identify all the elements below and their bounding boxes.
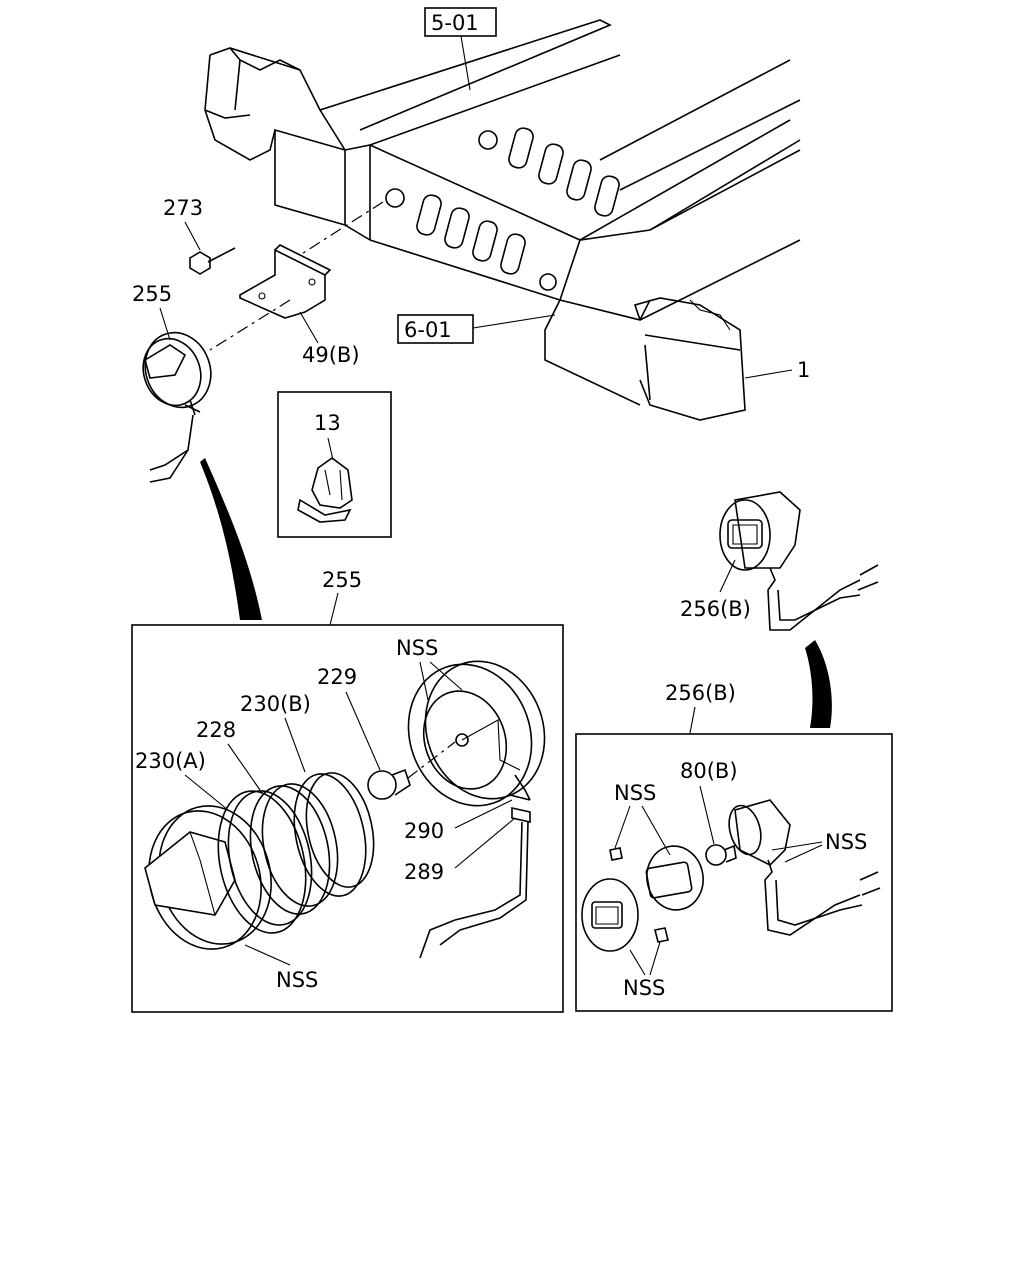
fog-lamp-exploded	[144, 660, 546, 959]
leader-nss-marker-right	[771, 841, 823, 863]
marker-lamp-detail-box	[575, 733, 893, 1012]
label-nss-marker-left: NSS	[614, 781, 656, 805]
leader-230a	[184, 774, 229, 811]
label-256b-top: 256(B)	[680, 597, 751, 621]
label-nss-marker-right: NSS	[825, 830, 867, 854]
leader-nss-lamp-top	[419, 661, 463, 701]
leader-255-top	[159, 307, 171, 341]
label-230b: 230(B)	[240, 692, 311, 716]
marker-lamp-top	[719, 491, 879, 631]
leader-6-01	[472, 314, 556, 329]
leader-230b	[284, 717, 306, 773]
leader-289	[454, 817, 516, 869]
clip-13	[297, 457, 353, 523]
label-nss-lamp-top: NSS	[396, 636, 438, 660]
label-nss-marker-bottom: NSS	[623, 976, 665, 1000]
label-230a: 230(A)	[135, 749, 206, 773]
label-1: 1	[797, 358, 810, 382]
leader-nss-lamp-bottom	[244, 944, 291, 966]
label-273: 273	[163, 196, 203, 220]
leader-5-01	[460, 35, 471, 91]
ref-6-01-box	[397, 314, 474, 344]
label-256b-box: 256(B)	[665, 681, 736, 705]
label-80b: 80(B)	[680, 759, 738, 783]
leader-255-box	[329, 592, 339, 626]
leader-1	[744, 369, 793, 379]
dash-bracket-lamp	[209, 299, 291, 351]
ref-5-01-label: 5-01	[431, 11, 479, 35]
frame-assembly	[204, 19, 801, 421]
label-49b: 49(B)	[302, 343, 360, 367]
marker-lamp-exploded	[581, 799, 881, 952]
leader-256b-box	[689, 706, 696, 734]
bolt-273	[189, 247, 236, 275]
leader-256b-top	[719, 559, 736, 593]
label-290: 290	[404, 819, 444, 843]
leader-229	[345, 691, 381, 771]
label-13: 13	[314, 411, 341, 435]
leader-nss-marker-left	[614, 805, 671, 856]
dash-bolt-frame	[299, 201, 384, 256]
label-228: 228	[196, 718, 236, 742]
ref-5-01-box	[424, 7, 497, 37]
leader-nss-marker-bottom	[629, 941, 661, 976]
leader-228	[227, 743, 261, 791]
bracket-49b	[239, 244, 332, 319]
label-289: 289	[404, 860, 444, 884]
ref-6-01-label: 6-01	[404, 318, 452, 342]
leader-49b	[299, 311, 319, 344]
label-nss-lamp-bottom: NSS	[276, 968, 318, 992]
leader-273	[184, 221, 201, 251]
fog-lamp-small	[142, 331, 212, 483]
label-255-top: 255	[132, 282, 172, 306]
leader-13	[327, 437, 334, 461]
label-255-box: 255	[322, 568, 362, 592]
clip-13-box	[277, 391, 392, 538]
leader-290	[454, 799, 513, 829]
arrow-to-marker-detail	[805, 640, 832, 728]
arrow-to-lamp-detail	[200, 458, 262, 620]
leader-80b	[699, 785, 715, 845]
fog-lamp-detail-box	[131, 624, 564, 1013]
label-229: 229	[317, 665, 357, 689]
